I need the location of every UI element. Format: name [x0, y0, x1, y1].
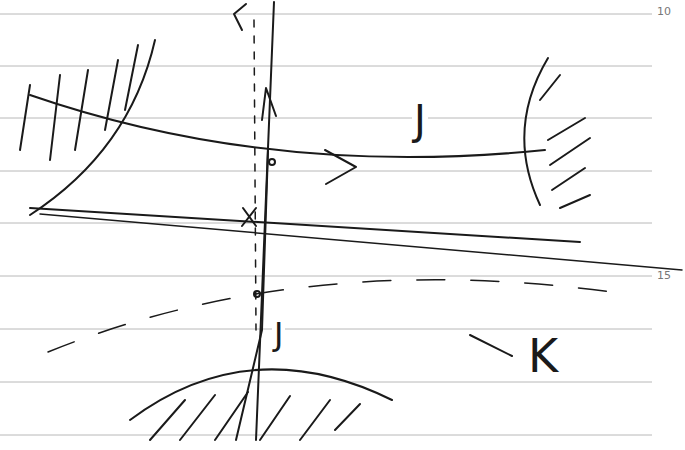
pen-strokes	[20, 2, 682, 440]
region-label: J	[412, 100, 428, 140]
margin-number: 15	[655, 270, 673, 281]
ruled-lines	[0, 14, 652, 435]
region-label: K	[526, 333, 560, 379]
margin-number: 10	[655, 6, 673, 17]
region-label: J	[272, 318, 285, 350]
